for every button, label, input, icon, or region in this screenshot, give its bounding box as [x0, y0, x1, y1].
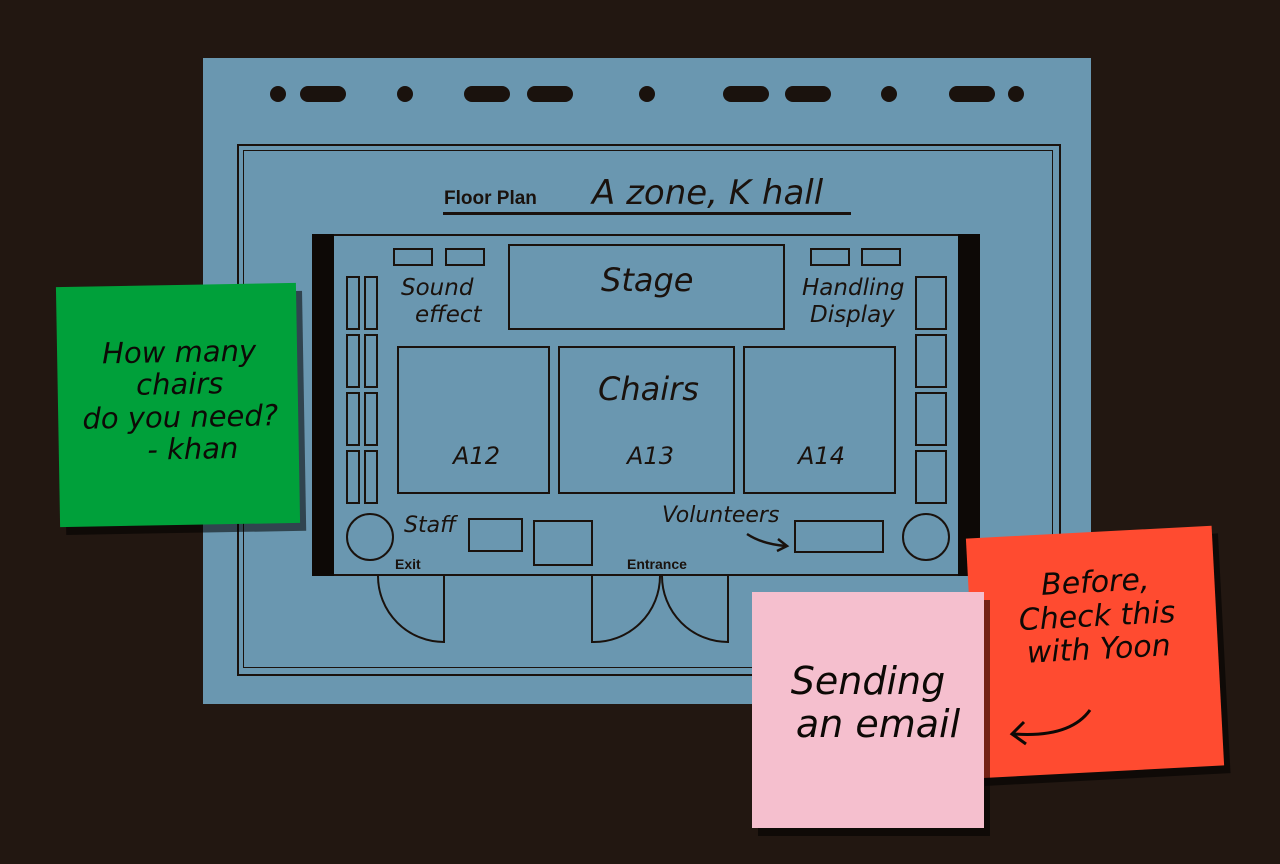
- binder-slot: [300, 86, 346, 102]
- binder-slot: [723, 86, 769, 102]
- left-rack: [346, 450, 360, 504]
- chairs-label: Chairs: [598, 370, 699, 408]
- binder-slot: [949, 86, 995, 102]
- entrance-door: [591, 575, 729, 644]
- volunteer-desk: [794, 520, 884, 553]
- pink-note-text: Sending an email: [762, 660, 974, 745]
- right-rack: [915, 392, 947, 446]
- display-equipment: [861, 248, 901, 266]
- pink-note-line: an email: [795, 701, 961, 746]
- sound-label: Sound: [401, 275, 474, 301]
- staff-label: Staff: [404, 513, 456, 538]
- left-rack: [346, 392, 360, 446]
- display-equipment: [810, 248, 850, 266]
- volunteers-label: Volunteers: [662, 503, 780, 528]
- left-round-table: [346, 513, 394, 561]
- red-note-text: Before, Check this with Yoon: [982, 560, 1213, 672]
- sound-equipment: [393, 248, 433, 266]
- right-rack: [915, 334, 947, 388]
- stage-label: Stage: [601, 261, 694, 299]
- left-rack: [364, 276, 378, 330]
- green-note-line: How many: [101, 333, 257, 371]
- left-rack: [364, 450, 378, 504]
- green-note-line: - khan: [147, 431, 239, 467]
- left-rack: [346, 276, 360, 330]
- binder-slot: [464, 86, 510, 102]
- section-label-a14: A14: [798, 442, 845, 470]
- plan-title: A zone, K hall: [592, 173, 824, 213]
- pink-note-line: Sending: [790, 659, 946, 703]
- staff-desk: [468, 518, 523, 552]
- binder-hole: [881, 86, 897, 102]
- green-note-line: chairs: [135, 366, 224, 403]
- stage-area: [508, 244, 785, 330]
- left-rack: [364, 392, 378, 446]
- binder-slot: [785, 86, 831, 102]
- exit-label: Exit: [395, 556, 421, 572]
- right-rack: [915, 450, 947, 504]
- binder-hole: [397, 86, 413, 102]
- chair-section-a14: [743, 346, 896, 494]
- binder-hole: [639, 86, 655, 102]
- binder-hole: [1008, 86, 1024, 102]
- section-label-a12: A12: [453, 442, 500, 470]
- handling-label: Handling: [802, 275, 905, 301]
- section-label-a13: A13: [627, 442, 674, 470]
- sound-equipment: [445, 248, 485, 266]
- binder-slot: [527, 86, 573, 102]
- arrow-icon: [1009, 709, 1092, 746]
- left-rack: [346, 334, 360, 388]
- right-rack: [915, 276, 947, 330]
- pink-sticky-note: [752, 592, 984, 828]
- volunteers-arrow: [746, 532, 790, 553]
- sound-label: effect: [415, 302, 482, 328]
- green-note-line: do you need?: [82, 398, 279, 436]
- handling-label: Display: [810, 302, 895, 328]
- plan-heading: Floor Plan: [444, 188, 537, 209]
- right-round-table: [902, 513, 950, 561]
- left-wall: [312, 234, 334, 576]
- staff-desk: [533, 520, 593, 566]
- chair-section-a12: [397, 346, 550, 494]
- title-underline: [443, 212, 851, 215]
- exit-door: [377, 575, 445, 644]
- entrance-label: Entrance: [627, 556, 687, 572]
- chair-section-a13: [558, 346, 735, 494]
- left-rack: [364, 334, 378, 388]
- green-note-text: How many chairs do you need? - khan: [65, 334, 295, 468]
- binder-hole: [270, 86, 286, 102]
- right-wall: [958, 234, 980, 576]
